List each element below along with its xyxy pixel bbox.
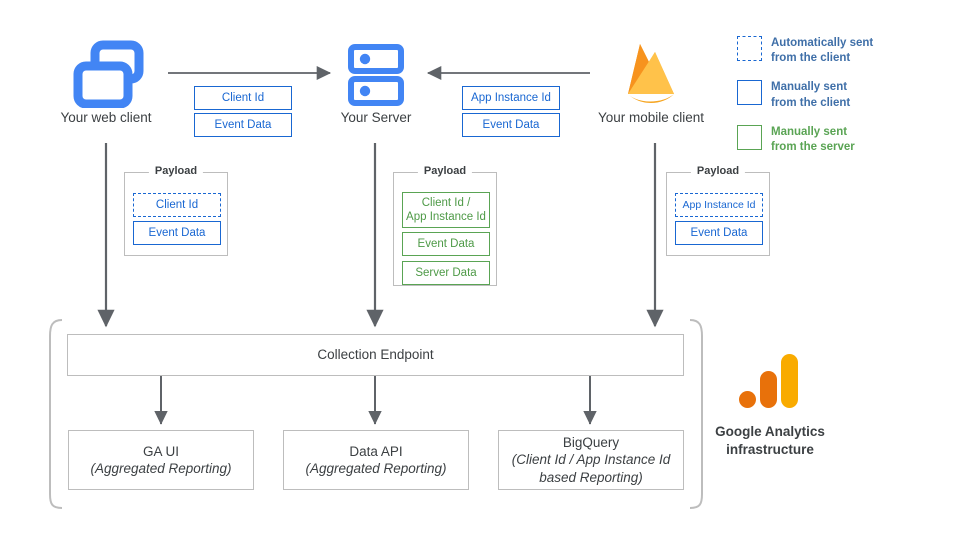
legend-item-manual-client: Manually sent from the client — [737, 80, 873, 110]
payload-server-item-ids-line2: App Instance Id — [406, 211, 486, 223]
payload-server: Payload Client Id / App Instance Id Even… — [393, 165, 497, 286]
legend-item-automatic-client-line2: from the client — [771, 52, 851, 65]
legend-swatch-dashed-blue — [737, 36, 762, 61]
output-box-bigquery[interactable]: BigQuery (Client Id / App Instance Id ba… — [498, 430, 684, 490]
collection-endpoint-box[interactable]: Collection Endpoint — [67, 334, 684, 376]
output-box-ga-ui-title: GA UI — [142, 443, 179, 459]
transfer-chip-app-instance-id: App Instance Id — [462, 86, 560, 110]
legend-swatch-solid-green — [737, 124, 762, 150]
infrastructure-caption: Google Analytics infrastructure — [690, 423, 850, 458]
legend-item-manual-client-line1: Manually sent — [771, 81, 848, 94]
payload-web-item-event-data: Event Data — [133, 221, 221, 245]
output-box-ga-ui[interactable]: GA UI (Aggregated Reporting) — [68, 430, 254, 490]
infrastructure-bracket-left — [49, 319, 63, 509]
output-box-bigquery-subtitle-line1: (Client Id / App Instance Id — [511, 452, 671, 468]
transfer-chip-event-data-mobile: Event Data — [462, 113, 560, 137]
payload-web: Payload Client Id Event Data — [124, 165, 228, 256]
output-box-ga-ui-subtitle: (Aggregated Reporting) — [90, 461, 232, 476]
web-client-label: Your web client — [60, 110, 152, 125]
legend: Automatically sent from the client Manua… — [737, 36, 873, 155]
legend-item-automatic-client-line1: Automatically sent — [771, 37, 874, 49]
payload-mobile-item-event-data: Event Data — [675, 221, 763, 245]
payload-mobile-item-app-instance-id: App Instance Id — [675, 193, 763, 217]
mobile-client-label: Your mobile client — [597, 110, 705, 125]
payload-server-title: Payload — [417, 165, 473, 177]
legend-item-manual-server-line2: from the server — [771, 140, 855, 153]
firebase-flame-icon — [628, 44, 674, 103]
output-box-bigquery-subtitle-line2: based Reporting) — [539, 469, 643, 485]
collection-endpoint-label: Collection Endpoint — [317, 347, 434, 363]
server-label: Your Server — [340, 110, 412, 125]
infrastructure-caption-line2: infrastructure — [726, 441, 814, 457]
payload-server-item-ids-line1: Client Id / — [421, 196, 471, 209]
payload-web-title: Payload — [148, 165, 204, 177]
transfer-chip-event-data: Event Data — [194, 113, 292, 137]
legend-item-manual-client-line2: from the client — [771, 96, 851, 109]
legend-item-automatic-client: Automatically sent from the client — [737, 36, 873, 66]
payload-web-item-client-id: Client Id — [133, 193, 221, 217]
web-client-icon — [73, 40, 144, 108]
payload-mobile: Payload App Instance Id Event Data — [666, 165, 770, 256]
server-icon — [348, 44, 404, 106]
payload-mobile-title: Payload — [690, 165, 746, 177]
legend-swatch-solid-blue — [737, 80, 762, 106]
payload-server-item-event-data: Event Data — [402, 232, 490, 256]
output-box-data-api[interactable]: Data API (Aggregated Reporting) — [283, 430, 469, 490]
output-box-data-api-subtitle: (Aggregated Reporting) — [305, 461, 447, 476]
payload-server-item-server-data: Server Data — [402, 261, 490, 285]
payload-server-item-ids: Client Id / App Instance Id — [402, 192, 490, 228]
infrastructure-bracket-right — [689, 319, 703, 509]
legend-item-manual-server-line1: Manually sent — [771, 125, 848, 138]
infrastructure-caption-line1: Google Analytics — [715, 424, 825, 439]
output-box-bigquery-title: BigQuery — [562, 435, 620, 451]
output-box-data-api-title: Data API — [349, 443, 403, 459]
google-analytics-logo — [739, 354, 798, 408]
legend-item-manual-server: Manually sent from the server — [737, 124, 873, 155]
transfer-chip-client-id: Client Id — [194, 86, 292, 110]
